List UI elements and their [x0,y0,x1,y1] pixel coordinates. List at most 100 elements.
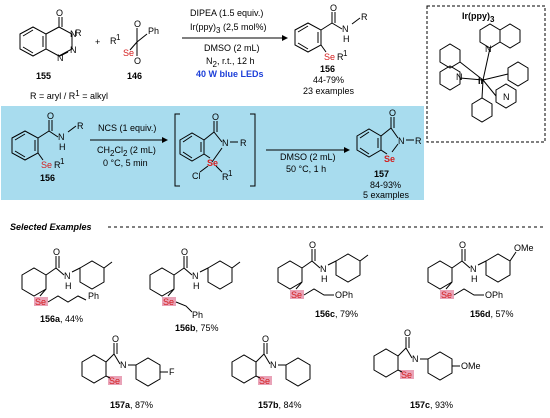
atom-h: H [471,274,478,284]
compound-label-156: 156 [320,64,335,74]
atom-n: N [222,138,229,148]
atom-n: N [120,360,127,370]
atom-n: N [456,72,463,82]
condition-catalyst: Ir(ppy)3 (2,5 mol%) [190,22,266,35]
example-156a: O N H Se Ph 156a, 44% [21,247,113,324]
atom-o: O [459,240,466,250]
atom-n: N [270,360,277,370]
iridium-center: Ir [478,76,485,86]
atom-o: O [134,56,141,66]
atom-o: O [47,111,54,121]
atom-o: O [134,19,141,29]
catalyst-title: Ir(ppy)3 [462,11,495,24]
se-atom: Se [109,376,120,386]
condition-solvent: DMSO (2 mL) [204,43,260,53]
yield-label: 157c, 93% [410,400,453,410]
se-atom: Se [35,297,46,307]
arrow-head [282,35,288,41]
intermediate-structure [174,113,256,187]
atom-n: N [192,271,199,281]
atom-n: N [64,271,71,281]
atom-n: N [58,132,65,142]
atom-r: R [77,121,84,131]
step1-reagent: NCS (1 equiv.) [98,123,156,133]
r1-sup: 1 [116,33,121,42]
atom-o: O [181,247,188,257]
methoxy-label: OMe [514,243,534,253]
example-156c: O N H Se OPh 156c, 79% [277,240,369,319]
yield-label: 156a, 44% [40,314,83,324]
yield-label: 156c, 79% [315,309,358,319]
se-atom: Se [401,370,412,380]
r1-label: R [110,36,117,46]
se-highlight [290,290,304,299]
selected-examples-title: Selected Examples [10,222,92,232]
se-highlight [440,290,454,299]
se-atom: Se [41,160,52,170]
product-157-structure [356,117,414,158]
compound-label-156: 156 [40,173,55,183]
atom-o: O [56,8,63,18]
atom-r: R [361,12,368,22]
step2-temp: 50 °C, 1 h [286,164,326,174]
atom-n: N [342,24,349,34]
step2-solvent: DMSO (2 mL) [280,152,336,162]
atom-h: H [193,281,200,291]
compound-label-146: 146 [127,71,142,81]
se-atom: Se [123,48,134,58]
phenoxy-tail: OPh [485,290,503,300]
atom-n: N [412,354,419,364]
phenyl-label: Ph [148,26,159,36]
se-atom: Se [163,297,174,307]
condition-atmosphere: N2, r.t., 12 h [206,56,254,69]
yield-label: 157b, 84% [258,400,302,410]
example-157a: O N Se F 157a, 87% [81,334,175,410]
r-definition: R = aryl / R1 = alkyl [30,89,108,101]
ir-ppy3-structure [439,23,529,123]
yield-range: 84-93% [370,180,401,190]
yield-range: 44-79% [313,75,344,85]
example-156d: O N H OMe Se OPh 156d, 57% [427,240,534,319]
arrow-head [162,137,168,143]
r1-label: R [337,52,344,62]
atom-o: O [212,112,219,122]
methoxy-label: OMe [461,361,481,371]
atom-o: O [404,328,411,338]
atom-n: N [398,136,405,146]
phenoxy-tail: OPh [335,290,353,300]
phenyl-tail: Ph [192,310,203,320]
yield-label: 157a, 87% [110,400,153,410]
catalyst-box [426,5,546,143]
top-reaction [19,17,73,57]
atom-o: O [309,240,316,250]
atom-o: O [53,247,60,257]
se-atom: Se [259,376,270,386]
se-atom: Se [384,154,395,164]
r1-label: R [222,172,229,182]
step1-temp: 0 °C, 5 min [103,158,148,168]
atom-n: N [485,44,492,54]
se-atom: Se [324,52,335,62]
atom-h: H [321,274,328,284]
se-highlight [108,376,122,385]
se-highlight [258,376,272,385]
r1-sup: 1 [60,157,65,166]
atom-h: H [343,34,350,44]
se-highlight [162,297,176,306]
se-highlight [34,297,48,306]
plus-sign: + [95,37,100,47]
se-atom: Se [207,158,218,168]
condition-blue-leds: 40 W blue LEDs [196,69,264,79]
sulfonyl-bonds [129,28,148,56]
blue-panel [1,106,424,200]
atom-r: R [415,136,422,146]
example-156b: O N H Se Ph 156b, 75% [149,247,241,333]
atom-n: N [470,264,477,274]
r1-label: R [54,160,61,170]
atom-n: N [57,53,64,63]
yield-label: 156d, 57% [470,309,514,319]
se-highlight [400,370,414,379]
n-substituent-r: R [75,28,82,38]
condition-dipea: DIPEA (1.5 equiv.) [190,8,263,18]
